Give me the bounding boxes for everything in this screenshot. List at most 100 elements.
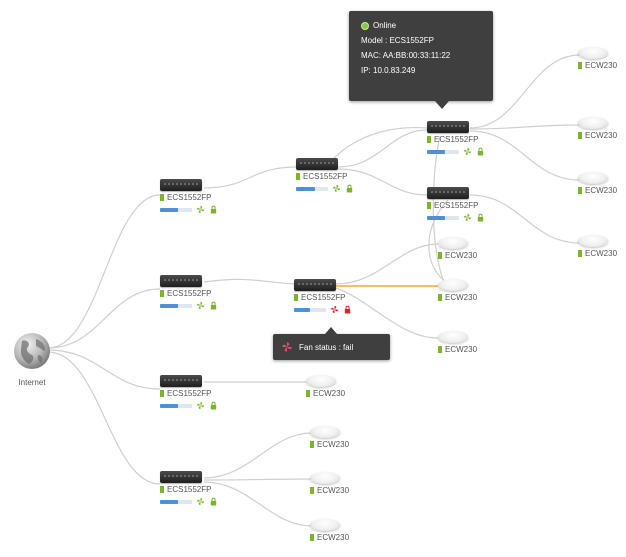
access-point-label: ECW230 <box>445 251 478 260</box>
link-sw-g-ap-3 <box>469 130 581 181</box>
access-point-node[interactable]: ECW230 <box>306 375 370 398</box>
access-point-node[interactable]: ECW230 <box>310 472 374 495</box>
link-internet-sw-c <box>47 349 161 390</box>
switch-icon <box>160 275 202 287</box>
access-point-node[interactable]: ECW230 <box>438 279 502 302</box>
status-ok-icon <box>160 486 164 493</box>
lock-ok-icon <box>210 205 217 214</box>
access-point-node[interactable]: ECW230 <box>310 426 374 449</box>
status-ok-icon <box>438 294 442 301</box>
lock-ok-icon <box>477 213 484 222</box>
link-sw-h-down <box>428 199 449 284</box>
status-ok-icon <box>578 187 582 194</box>
access-point-icon <box>306 375 336 387</box>
access-point-icon <box>438 237 468 249</box>
access-point-node[interactable]: ECW230 <box>438 331 502 354</box>
access-point-label: ECW230 <box>317 533 350 542</box>
access-point-icon <box>310 426 340 438</box>
link-internet-sw-a <box>47 194 161 349</box>
link-sw-g-ap-1 <box>469 54 581 129</box>
switch-node[interactable]: ECS1552FP <box>160 375 230 410</box>
access-point-icon <box>438 279 468 291</box>
switch-label: ECS1552FP <box>167 389 212 398</box>
fan-ok-icon <box>196 301 205 310</box>
switch-node-selected[interactable]: ECS1552FP <box>427 121 497 156</box>
lock-ok-icon <box>477 147 484 156</box>
switch-icon <box>160 375 202 387</box>
link-sw-g-ap-2 <box>469 124 581 130</box>
link-sw-d-ap-10 <box>203 478 313 481</box>
access-point-label: ECW230 <box>585 131 618 140</box>
status-ok-icon <box>294 294 298 301</box>
internet-node[interactable]: Internet <box>12 331 52 387</box>
access-point-label: ECW230 <box>445 293 478 302</box>
fan-ok-icon <box>463 147 472 156</box>
status-ok-icon <box>427 202 431 209</box>
link-sw-e-sw-h <box>337 168 428 196</box>
status-ok-icon <box>306 390 310 397</box>
status-ok-icon <box>438 346 442 353</box>
access-point-node[interactable]: ECW230 <box>438 237 502 260</box>
switch-icon <box>427 187 469 199</box>
switch-label: ECS1552FP <box>434 201 479 210</box>
traffic-bar <box>296 186 328 191</box>
access-point-node[interactable]: ECW230 <box>578 172 626 195</box>
traffic-bar <box>160 403 192 408</box>
switch-icon <box>160 471 202 483</box>
switch-node[interactable]: ECS1552FP <box>160 471 230 506</box>
link-sw-e-top <box>329 127 428 163</box>
access-point-label: ECW230 <box>317 486 350 495</box>
traffic-bar <box>294 307 326 312</box>
switch-label: ECS1552FP <box>167 289 212 298</box>
switch-node[interactable]: ECS1552FP <box>160 179 230 214</box>
access-point-label: ECW230 <box>585 249 618 258</box>
access-point-label: ECW230 <box>317 440 350 449</box>
status-ok-icon <box>310 487 314 494</box>
access-point-label: ECW230 <box>313 389 346 398</box>
access-point-icon <box>310 472 340 484</box>
link-sw-f-ap-5 <box>335 243 439 285</box>
access-point-node[interactable]: ECW230 <box>578 117 626 140</box>
tooltip-model: Model : ECS1552FP <box>361 36 434 45</box>
online-status-icon <box>361 21 369 30</box>
fan-ok-icon <box>196 205 205 214</box>
status-ok-icon <box>160 390 164 397</box>
access-point-node[interactable]: ECW230 <box>578 235 626 258</box>
status-ok-icon <box>438 252 442 259</box>
status-ok-icon <box>578 62 582 69</box>
access-point-icon <box>438 331 468 343</box>
switch-node-fault[interactable]: ECS1552FP <box>294 279 364 314</box>
fan-fail-icon[interactable] <box>330 305 339 314</box>
lock-ok-icon <box>210 497 217 506</box>
link-sw-d-ap-9 <box>203 432 313 479</box>
access-point-node[interactable]: ECW230 <box>578 47 626 70</box>
fan-fail-icon <box>282 342 292 352</box>
traffic-bar <box>427 215 459 220</box>
tooltip-ip: IP: 10.0.83.249 <box>361 66 416 75</box>
device-info-tooltip: Online Model : ECS1552FP MAC: AA:BB:00:3… <box>349 11 493 109</box>
switch-label: ECS1552FP <box>167 485 212 494</box>
lock-ok-icon <box>210 401 217 410</box>
switch-node[interactable]: ECS1552FP <box>296 158 366 193</box>
link-sw-b-sw-f <box>203 278 295 285</box>
access-point-label: ECW230 <box>585 61 618 70</box>
access-point-node[interactable]: ECW230 <box>310 519 374 542</box>
switch-label: ECS1552FP <box>301 293 346 302</box>
traffic-bar <box>160 499 192 504</box>
status-ok-icon <box>578 132 582 139</box>
fan-ok-icon <box>196 401 205 410</box>
switch-label: ECS1552FP <box>303 172 348 181</box>
traffic-bar <box>427 149 459 154</box>
tooltip-status: Online <box>373 21 397 30</box>
switch-node[interactable]: ECS1552FP <box>160 275 230 310</box>
link-sw-d-ap-11 <box>203 481 313 527</box>
traffic-bar <box>160 303 192 308</box>
access-point-icon <box>310 519 340 531</box>
switch-label: ECS1552FP <box>434 135 479 144</box>
switch-node[interactable]: ECS1552FP <box>427 187 497 222</box>
fan-status-tooltip: Fan status : fail <box>273 327 390 360</box>
switch-label: ECS1552FP <box>167 193 212 202</box>
access-point-icon <box>578 117 608 129</box>
fan-ok-icon <box>463 213 472 222</box>
link-sw-a-sw-e <box>203 166 297 189</box>
